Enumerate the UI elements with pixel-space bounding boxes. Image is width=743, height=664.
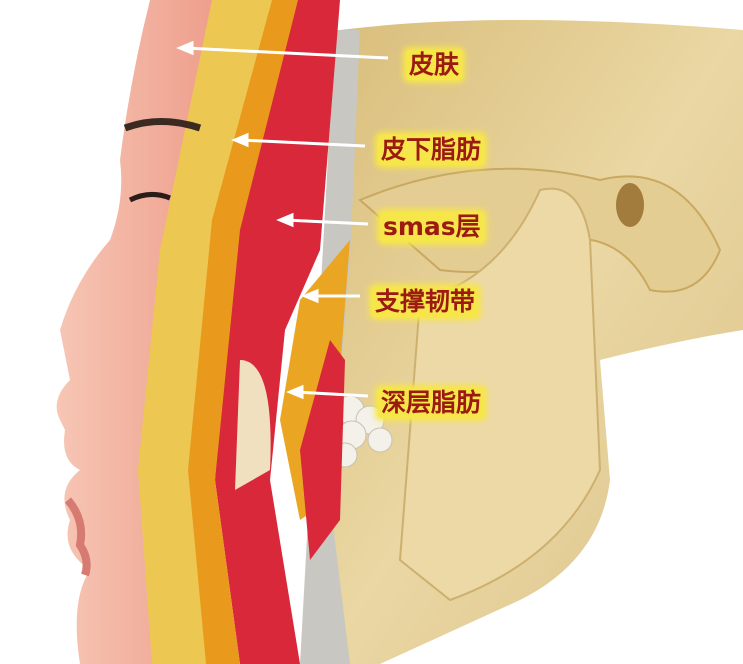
arrow-skin (184, 46, 389, 60)
subcutaneous-fat-layer (135, 0, 272, 664)
eye (128, 192, 171, 203)
arrow-deep-fat (294, 390, 369, 398)
label-retaining-ligament: 支撑韧带 (372, 287, 479, 317)
arrow-head-smas (276, 212, 294, 228)
label-subcutaneous-fat: 皮下脂肪 (378, 135, 485, 165)
arrow-smas (284, 218, 369, 226)
label-skin: 皮肤 (406, 50, 463, 80)
arrow-head-ligament (301, 288, 319, 304)
arrow-head-deep-fat (286, 384, 304, 400)
orange-fat-layer (185, 0, 298, 664)
arrow-subcutaneous-fat (239, 138, 366, 148)
lips (64, 497, 91, 577)
arrow-head-subcutaneous-fat (231, 132, 249, 148)
arrow-head-skin (176, 40, 194, 56)
label-deep-fat: 深层脂肪 (378, 388, 485, 418)
ear-canal (616, 183, 644, 227)
eyebrow (123, 118, 202, 132)
muscle-layer (215, 0, 340, 664)
cheek-fat-pad (235, 360, 271, 490)
label-smas: smas层 (380, 212, 484, 242)
face-profile-skin (56, 0, 212, 664)
teeth (332, 395, 393, 468)
